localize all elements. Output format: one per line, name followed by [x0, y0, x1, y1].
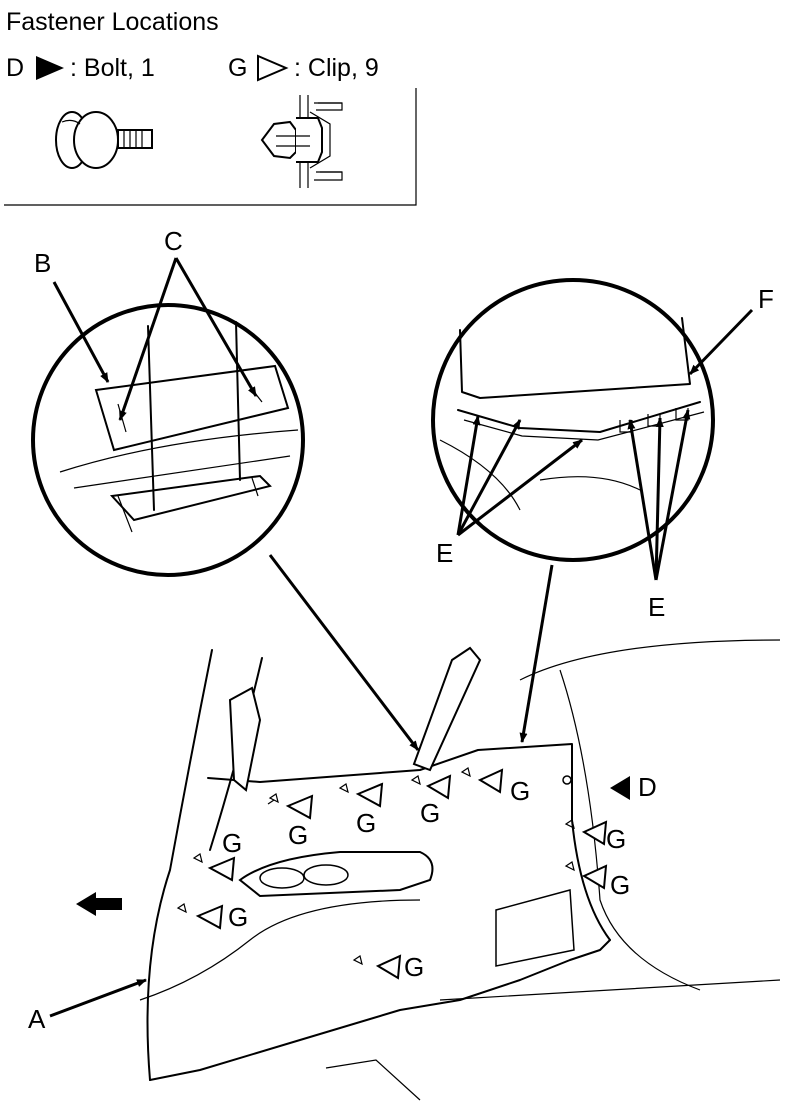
clip-g-6-label: G [610, 870, 630, 900]
leader-c-1 [118, 257, 178, 421]
callout-e-left: E [436, 538, 453, 568]
callout-b: B [34, 248, 51, 278]
legend-bolt-letter: D [6, 54, 24, 82]
leader-e-6 [654, 409, 691, 581]
detail-circle-right [431, 278, 715, 562]
bolt-filled-triangle-icon [610, 776, 630, 800]
leader-right-detail [519, 564, 554, 743]
callout-d: D [638, 772, 657, 802]
clip-g-4-label: G [510, 776, 530, 806]
leader-c-2 [174, 257, 258, 397]
leader-e-5 [654, 417, 664, 581]
clip-g-1-label: G [288, 820, 308, 850]
filled-triangle-icon [36, 56, 64, 80]
clip-g-8: G [176, 902, 248, 932]
clip-g-5: G [564, 819, 626, 854]
callout-e-right: E [648, 592, 665, 622]
leader-b [52, 281, 110, 383]
clip-g-9: G [352, 952, 424, 982]
legend-clip-text: : Clip, 9 [294, 54, 379, 82]
page-title: Fastener Locations [6, 8, 219, 36]
clip-g-9-label: G [404, 952, 424, 982]
front-direction-arrow-icon [76, 892, 122, 916]
clip-g-5-label: G [606, 824, 626, 854]
legend-frame [4, 88, 417, 206]
leader-e-1 [456, 415, 481, 536]
leader-e-2 [456, 419, 522, 536]
legend-bolt-text: : Bolt, 1 [70, 54, 155, 82]
legend-clip-letter: G [228, 54, 247, 82]
clip-g-1: G [267, 793, 314, 850]
leader-e-4 [627, 419, 658, 581]
callout-a: A [28, 1004, 46, 1034]
bolt-location-marker [562, 775, 572, 785]
clip-g-8-label: G [228, 902, 248, 932]
clip-illustration [260, 95, 343, 188]
clip-g-2: G [338, 782, 384, 838]
clip-g-4: G [460, 767, 530, 806]
clip-g-7-label: G [222, 828, 242, 858]
leader-a [49, 978, 147, 1018]
callout-c: C [164, 226, 183, 256]
callout-f: F [758, 284, 774, 314]
bolt-illustration [55, 111, 153, 169]
outline-triangle-icon [257, 54, 289, 82]
leader-left-detail [268, 554, 420, 751]
detail-circle-left [31, 303, 305, 577]
clip-g-7: G [192, 828, 242, 882]
clip-g-2-label: G [356, 808, 376, 838]
clip-g-6: G [564, 861, 630, 900]
leader-e-3 [457, 438, 583, 537]
clip-g-3: G [410, 774, 452, 828]
clip-g-3-label: G [420, 798, 440, 828]
quarter-trim-panel [139, 639, 781, 1101]
leader-f [688, 308, 754, 376]
